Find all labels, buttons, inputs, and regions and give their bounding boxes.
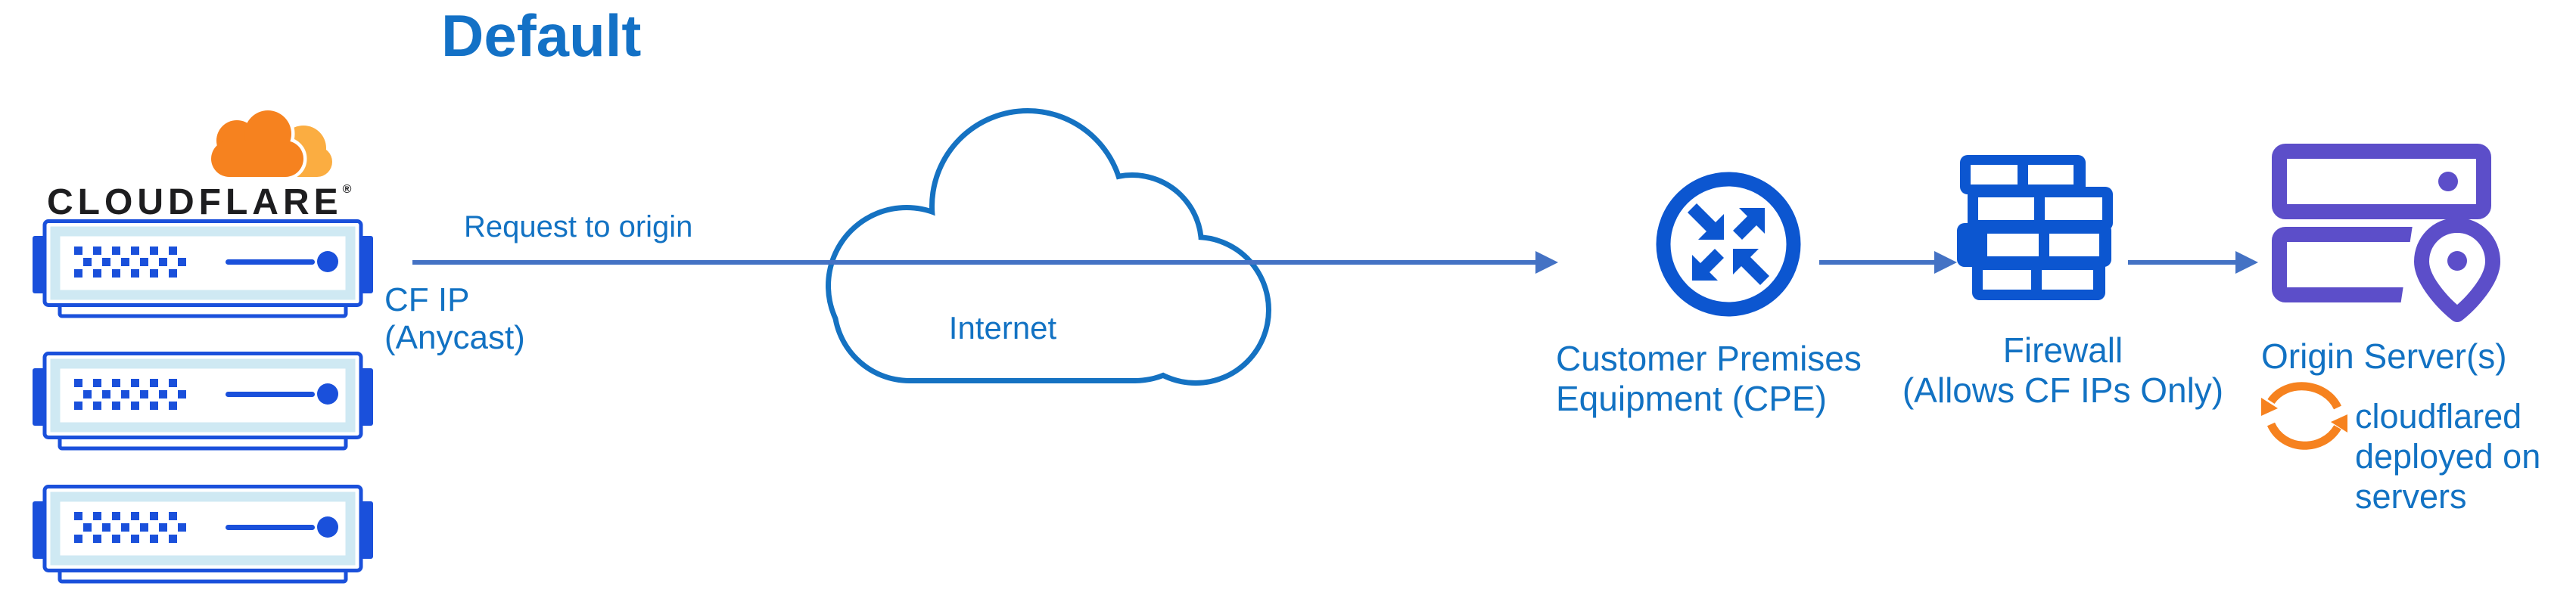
cpe-label-line1: Customer Premises <box>1556 339 1862 378</box>
cpe-label: Customer Premises Equipment (CPE) <box>1556 339 1862 419</box>
cf-ip-anycast-label: CF IP (Anycast) <box>384 281 525 357</box>
cloudflared-caption: cloudflared deployed on servers <box>2355 396 2540 516</box>
anycast-line: (Anycast) <box>384 319 525 356</box>
origin-server-icon <box>2272 144 2500 322</box>
firewall-icon <box>1957 155 2113 300</box>
cloudflared-caption-line1: cloudflared <box>2355 397 2522 436</box>
cf-ip-line: CF IP <box>384 281 470 318</box>
origin-server-label: Origin Server(s) <box>2261 336 2507 376</box>
firewall-label-line2: (Allows CF IPs Only) <box>1902 371 2224 410</box>
cf-server-icon-3 <box>33 485 373 585</box>
arrowhead-to-firewall <box>1934 251 1957 274</box>
firewall-label-line1: Firewall <box>2002 330 2123 370</box>
flow-line-servers-to-cpe <box>412 260 1535 265</box>
cpe-label-line2: Equipment (CPE) <box>1556 379 1827 418</box>
cloudflared-caption-line2: deployed on <box>2355 437 2541 476</box>
cloudflared-caption-line3: servers <box>2355 477 2467 516</box>
request-to-origin-label: Request to origin <box>464 210 693 243</box>
internet-cloud-icon <box>826 108 1271 386</box>
firewall-label: Firewall (Allows CF IPs Only) <box>1893 330 2233 411</box>
cloudflared-sync-icon <box>2261 382 2347 450</box>
cloudflare-wordmark: CLOUDFLARE® <box>47 181 351 223</box>
cpe-router-icon <box>1656 172 1801 317</box>
cf-server-icon-1 <box>33 219 373 319</box>
diagram-title: Default <box>441 2 642 69</box>
cf-server-icon-2 <box>33 352 373 451</box>
flow-line-firewall-to-origin <box>2128 260 2235 265</box>
arrowhead-to-origin <box>2235 251 2258 274</box>
cloudflare-wordmark-text: CLOUDFLARE <box>47 182 343 222</box>
arrowhead-to-cpe <box>1535 251 1558 274</box>
flow-line-cpe-to-firewall <box>1819 260 1934 265</box>
internet-label: Internet <box>948 310 1057 346</box>
registered-mark: ® <box>342 183 352 196</box>
cloudflare-logo-icon <box>207 110 332 181</box>
